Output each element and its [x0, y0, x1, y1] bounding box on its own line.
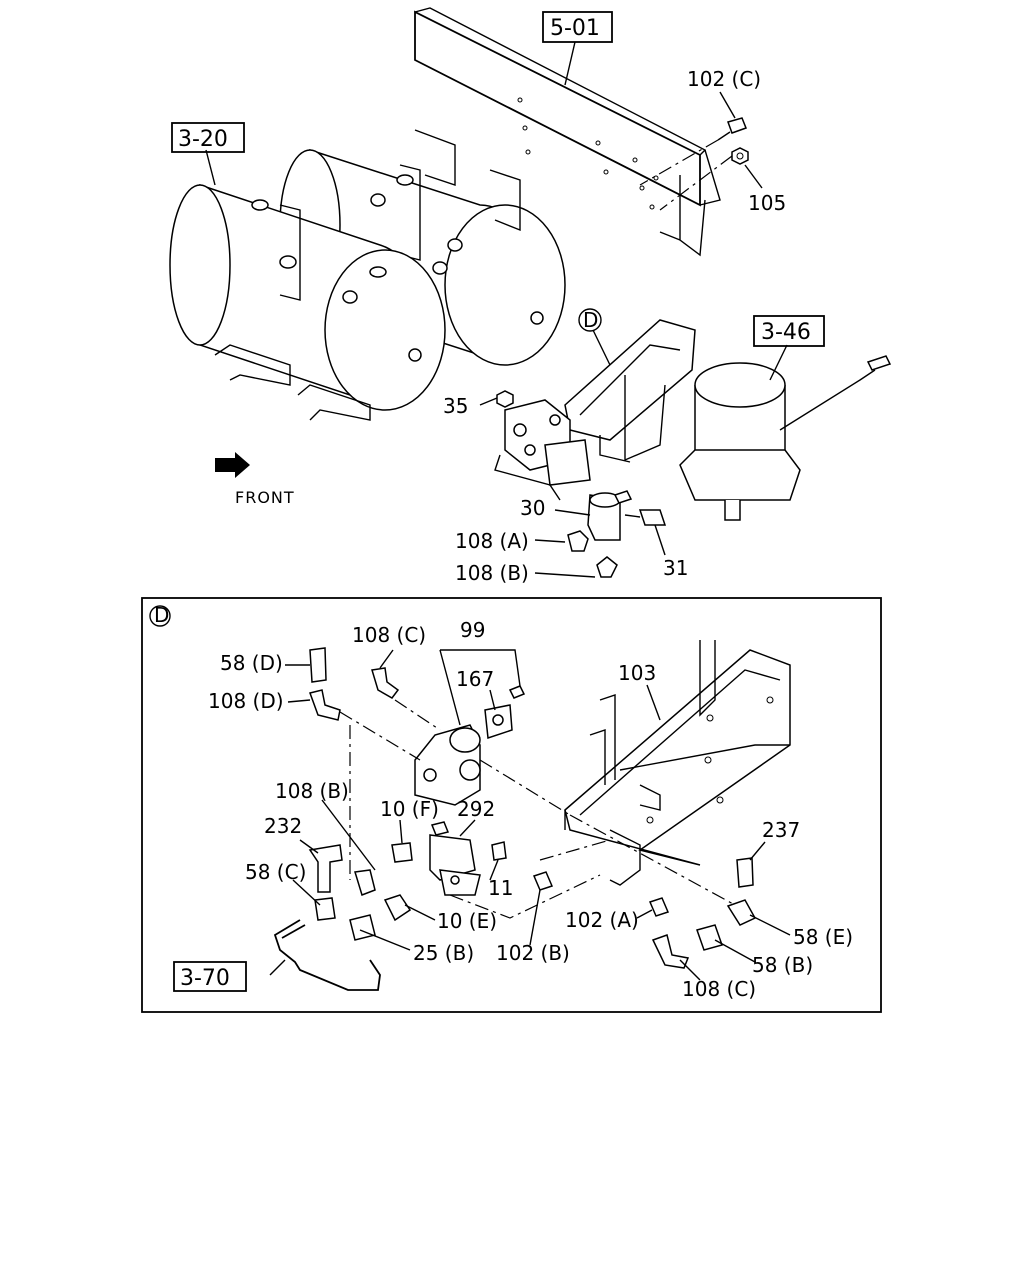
- label-108c-lower: 108 (C): [682, 977, 756, 1001]
- label-10f: 10 (F): [380, 797, 439, 821]
- label-58c: 58 (C): [245, 860, 306, 884]
- front-label: FRONT: [235, 488, 295, 507]
- air-dryer: [679, 355, 892, 521]
- detail-box-d: [141, 597, 882, 1013]
- relay-valve: [414, 685, 526, 806]
- callout-d-upper: D: [578, 308, 602, 332]
- bolt-102c: [639, 117, 747, 186]
- callout-d-upper-label: D: [583, 308, 598, 332]
- label-10e: 10 (E): [437, 909, 497, 933]
- label-103: 103: [618, 661, 656, 685]
- ref-box-3-20: 3-20: [171, 122, 245, 153]
- bracket-103: [564, 640, 791, 886]
- label-292: 292: [457, 797, 495, 821]
- small-parts-upper: [496, 390, 667, 578]
- label-58b: 58 (B): [752, 953, 813, 977]
- leader-lines-detail: [269, 649, 791, 981]
- leader-lines-upper: [205, 41, 788, 578]
- label-108a-top: 108 (A): [455, 529, 529, 553]
- label-58e: 58 (E): [793, 925, 853, 949]
- label-105: 105: [748, 191, 786, 215]
- label-30: 30: [520, 496, 545, 520]
- air-tanks: [169, 129, 566, 421]
- label-108b-top: 108 (B): [455, 561, 529, 585]
- ref-label-3-70: 3-70: [180, 966, 230, 991]
- label-31: 31: [663, 556, 688, 580]
- label-108b-mid: 108 (B): [275, 779, 349, 803]
- label-35: 35: [443, 394, 468, 418]
- detail-dash-lines: [339, 699, 736, 919]
- callout-d-box-label: D: [154, 603, 169, 627]
- label-58d: 58 (D): [220, 651, 283, 675]
- ref-box-3-70: 3-70: [173, 961, 247, 992]
- label-167: 167: [456, 667, 494, 691]
- ref-label-3-20: 3-20: [178, 127, 228, 152]
- label-102b: 102 (B): [496, 941, 570, 965]
- label-25b: 25 (B): [413, 941, 474, 965]
- pipe-3-70: [273, 919, 381, 991]
- ref-box-5-01: 5-01: [542, 11, 613, 43]
- label-102a: 102 (A): [565, 908, 639, 932]
- label-232: 232: [264, 814, 302, 838]
- callout-d-box: D: [149, 603, 171, 627]
- nut-105: [659, 147, 749, 211]
- ref-box-3-46: 3-46: [753, 315, 825, 347]
- frame-rail: [414, 7, 721, 257]
- ref-label-3-46: 3-46: [761, 320, 811, 345]
- label-108d: 108 (D): [208, 689, 284, 713]
- label-11: 11: [488, 876, 513, 900]
- ref-label-5-01: 5-01: [550, 16, 600, 41]
- label-108c-upper: 108 (C): [352, 623, 426, 647]
- fittings: [308, 647, 757, 969]
- front-arrow-icon: [215, 452, 250, 478]
- valve-assembly: [494, 399, 591, 501]
- solenoid-valve: [429, 821, 481, 896]
- label-102c-top: 102 (C): [687, 67, 761, 91]
- label-237: 237: [762, 818, 800, 842]
- label-99: 99: [460, 618, 485, 642]
